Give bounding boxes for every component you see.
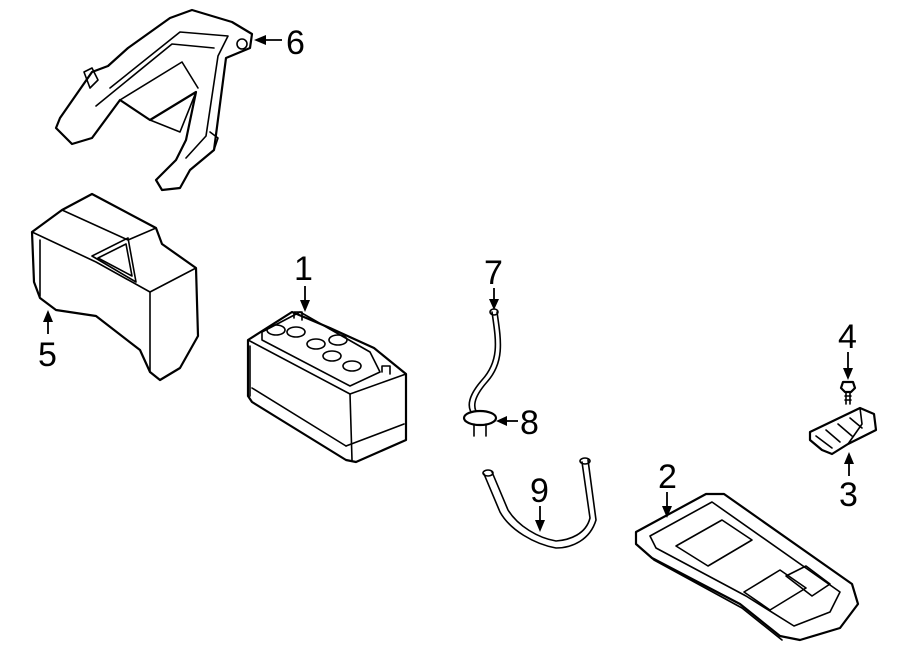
callout-3: 3 [839,476,858,514]
leader-lines [43,35,854,532]
callout-9: 9 [530,472,549,510]
callout-6: 6 [286,24,305,62]
callout-7: 7 [484,254,503,292]
callout-4: 4 [838,318,857,356]
callout-2: 2 [658,458,677,496]
part-6-hold-down-bracket [54,8,254,192]
part-4-bolt [839,380,857,405]
callout-8: 8 [520,404,539,442]
callout-1: 1 [294,250,313,288]
part-9-hold-down-strap [482,457,597,549]
part-2-battery-tray [634,492,860,642]
callout-5: 5 [38,336,57,374]
part-1-battery [246,310,408,464]
part-7-vent-tube [468,308,502,417]
part-3-bracket [808,406,878,456]
part-8-vent-grommet [462,409,498,437]
part-5-battery-cover [30,192,200,382]
